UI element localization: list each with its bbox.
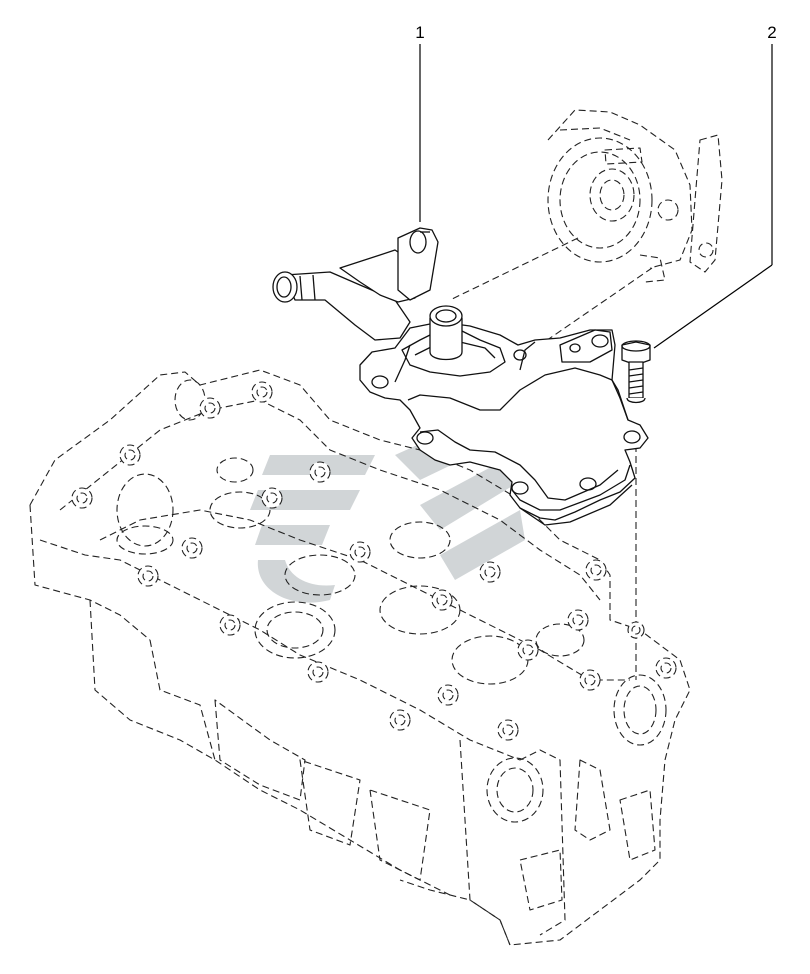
head-bolt xyxy=(349,541,371,563)
head-bolt xyxy=(627,621,645,639)
part-1-water-outlet-housing[interactable] xyxy=(272,227,649,526)
head-bolt xyxy=(71,487,93,509)
head-bolt xyxy=(219,614,241,636)
head-bolt xyxy=(437,684,459,706)
head-bolt xyxy=(479,561,501,583)
head-bolt xyxy=(251,381,273,403)
cylinder-head xyxy=(29,369,691,946)
callout-label-1: 1 xyxy=(415,23,424,42)
callout-2: 2 xyxy=(653,23,777,349)
timing-gear-assembly xyxy=(547,109,723,283)
guide-line-lower xyxy=(539,267,653,346)
guide-line-upper xyxy=(449,237,579,301)
head-bolt xyxy=(307,661,329,683)
head-bolt xyxy=(579,669,601,691)
head-bolt xyxy=(199,397,221,419)
head-bolt xyxy=(497,719,519,741)
head-bolt xyxy=(181,537,203,559)
head-bolts xyxy=(71,381,677,741)
head-bolt xyxy=(389,709,411,731)
head-bolt xyxy=(137,565,159,587)
head-bolt xyxy=(309,461,331,483)
head-bolt xyxy=(119,444,141,466)
callout-label-2: 2 xyxy=(767,23,776,42)
head-bolt xyxy=(261,487,283,509)
callout-1: 1 xyxy=(415,23,425,222)
head-bolt xyxy=(567,609,589,631)
head-bolt xyxy=(431,589,453,611)
head-bolt xyxy=(517,639,539,661)
leader-line-2b xyxy=(653,264,773,349)
part-2-bolt[interactable] xyxy=(621,340,651,404)
head-bolt xyxy=(585,559,607,581)
head-bolt xyxy=(655,657,677,679)
